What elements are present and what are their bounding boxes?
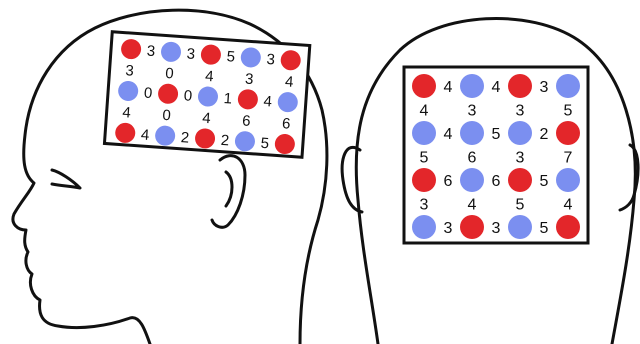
right_head-h-number: 3 <box>492 220 501 237</box>
right_head-h-number: 3 <box>444 220 453 237</box>
right_head-circle-blue <box>460 121 484 145</box>
left_head-h-number: 5 <box>226 48 236 66</box>
right_head-circle-red <box>508 168 532 192</box>
right_head-circle-red <box>412 74 436 98</box>
right_head-v-number: 6 <box>468 149 477 166</box>
right_head-v-number: 3 <box>468 102 477 119</box>
right_head-h-number: 5 <box>492 126 501 143</box>
right_head-circle-blue <box>412 215 436 239</box>
right_head-circle-red <box>412 168 436 192</box>
right_head-circle-blue <box>412 121 436 145</box>
left_head-h-number: 4 <box>263 93 273 111</box>
right_head-circle-red <box>508 74 532 98</box>
right_head-h-number: 4 <box>444 126 453 143</box>
right_head-v-number: 5 <box>420 149 429 166</box>
left_head-h-number: 2 <box>180 129 190 147</box>
right_head-circle-blue <box>460 168 484 192</box>
left_head-h-number: 4 <box>140 126 150 144</box>
left_head-v-number: 4 <box>205 68 215 86</box>
left_head-v-number: 0 <box>162 107 172 125</box>
right_head-v-number: 7 <box>564 149 573 166</box>
right_head-h-number: 2 <box>540 126 549 143</box>
right_head-circle-blue <box>556 74 580 98</box>
right_head-v-number: 3 <box>516 149 525 166</box>
right_head-h-number: 5 <box>540 173 549 190</box>
left_head-v-number: 4 <box>284 73 294 91</box>
left_head-h-number: 0 <box>143 85 153 103</box>
right_head-circle-red <box>556 215 580 239</box>
right_head-v-number: 5 <box>516 196 525 213</box>
right_head-v-number: 4 <box>564 196 573 213</box>
right_head-h-number: 4 <box>492 79 501 96</box>
right_head-h-number: 6 <box>492 173 501 190</box>
right_head-v-number: 3 <box>420 196 429 213</box>
right_head-v-number: 4 <box>420 102 429 119</box>
right_head-v-number: 5 <box>564 102 573 119</box>
left_head-h-number: 0 <box>183 87 193 105</box>
right_head-v-number: 3 <box>516 102 525 119</box>
left_head-h-number: 2 <box>220 132 230 150</box>
right_head-circle-red <box>556 121 580 145</box>
left_head-h-number: 1 <box>223 90 233 108</box>
right_head-h-number: 4 <box>444 79 453 96</box>
right_head-circle-red <box>460 215 484 239</box>
right_head-circle-blue <box>556 168 580 192</box>
right_head-circle-blue <box>508 215 532 239</box>
left_head-h-number: 3 <box>266 51 276 69</box>
left_head-v-number: 4 <box>202 110 212 128</box>
right_head-h-number: 5 <box>540 220 549 237</box>
left_head-v-number: 6 <box>242 112 252 130</box>
right_head-circle-blue <box>460 74 484 98</box>
left_head-v-number: 4 <box>122 104 132 122</box>
left_head-v-number: 3 <box>125 62 135 80</box>
left_head-v-number: 3 <box>245 71 255 89</box>
left_head-h-number: 3 <box>146 43 156 61</box>
left_head-v-number: 0 <box>165 65 175 83</box>
left_head-h-number: 3 <box>186 45 196 63</box>
right_head-v-number: 4 <box>468 196 477 213</box>
left_head-v-number: 6 <box>282 115 292 133</box>
right_head-h-number: 6 <box>444 173 453 190</box>
right_head-h-number: 3 <box>540 79 549 96</box>
left_head-h-number: 5 <box>260 135 270 153</box>
right_head-circle-blue <box>508 121 532 145</box>
